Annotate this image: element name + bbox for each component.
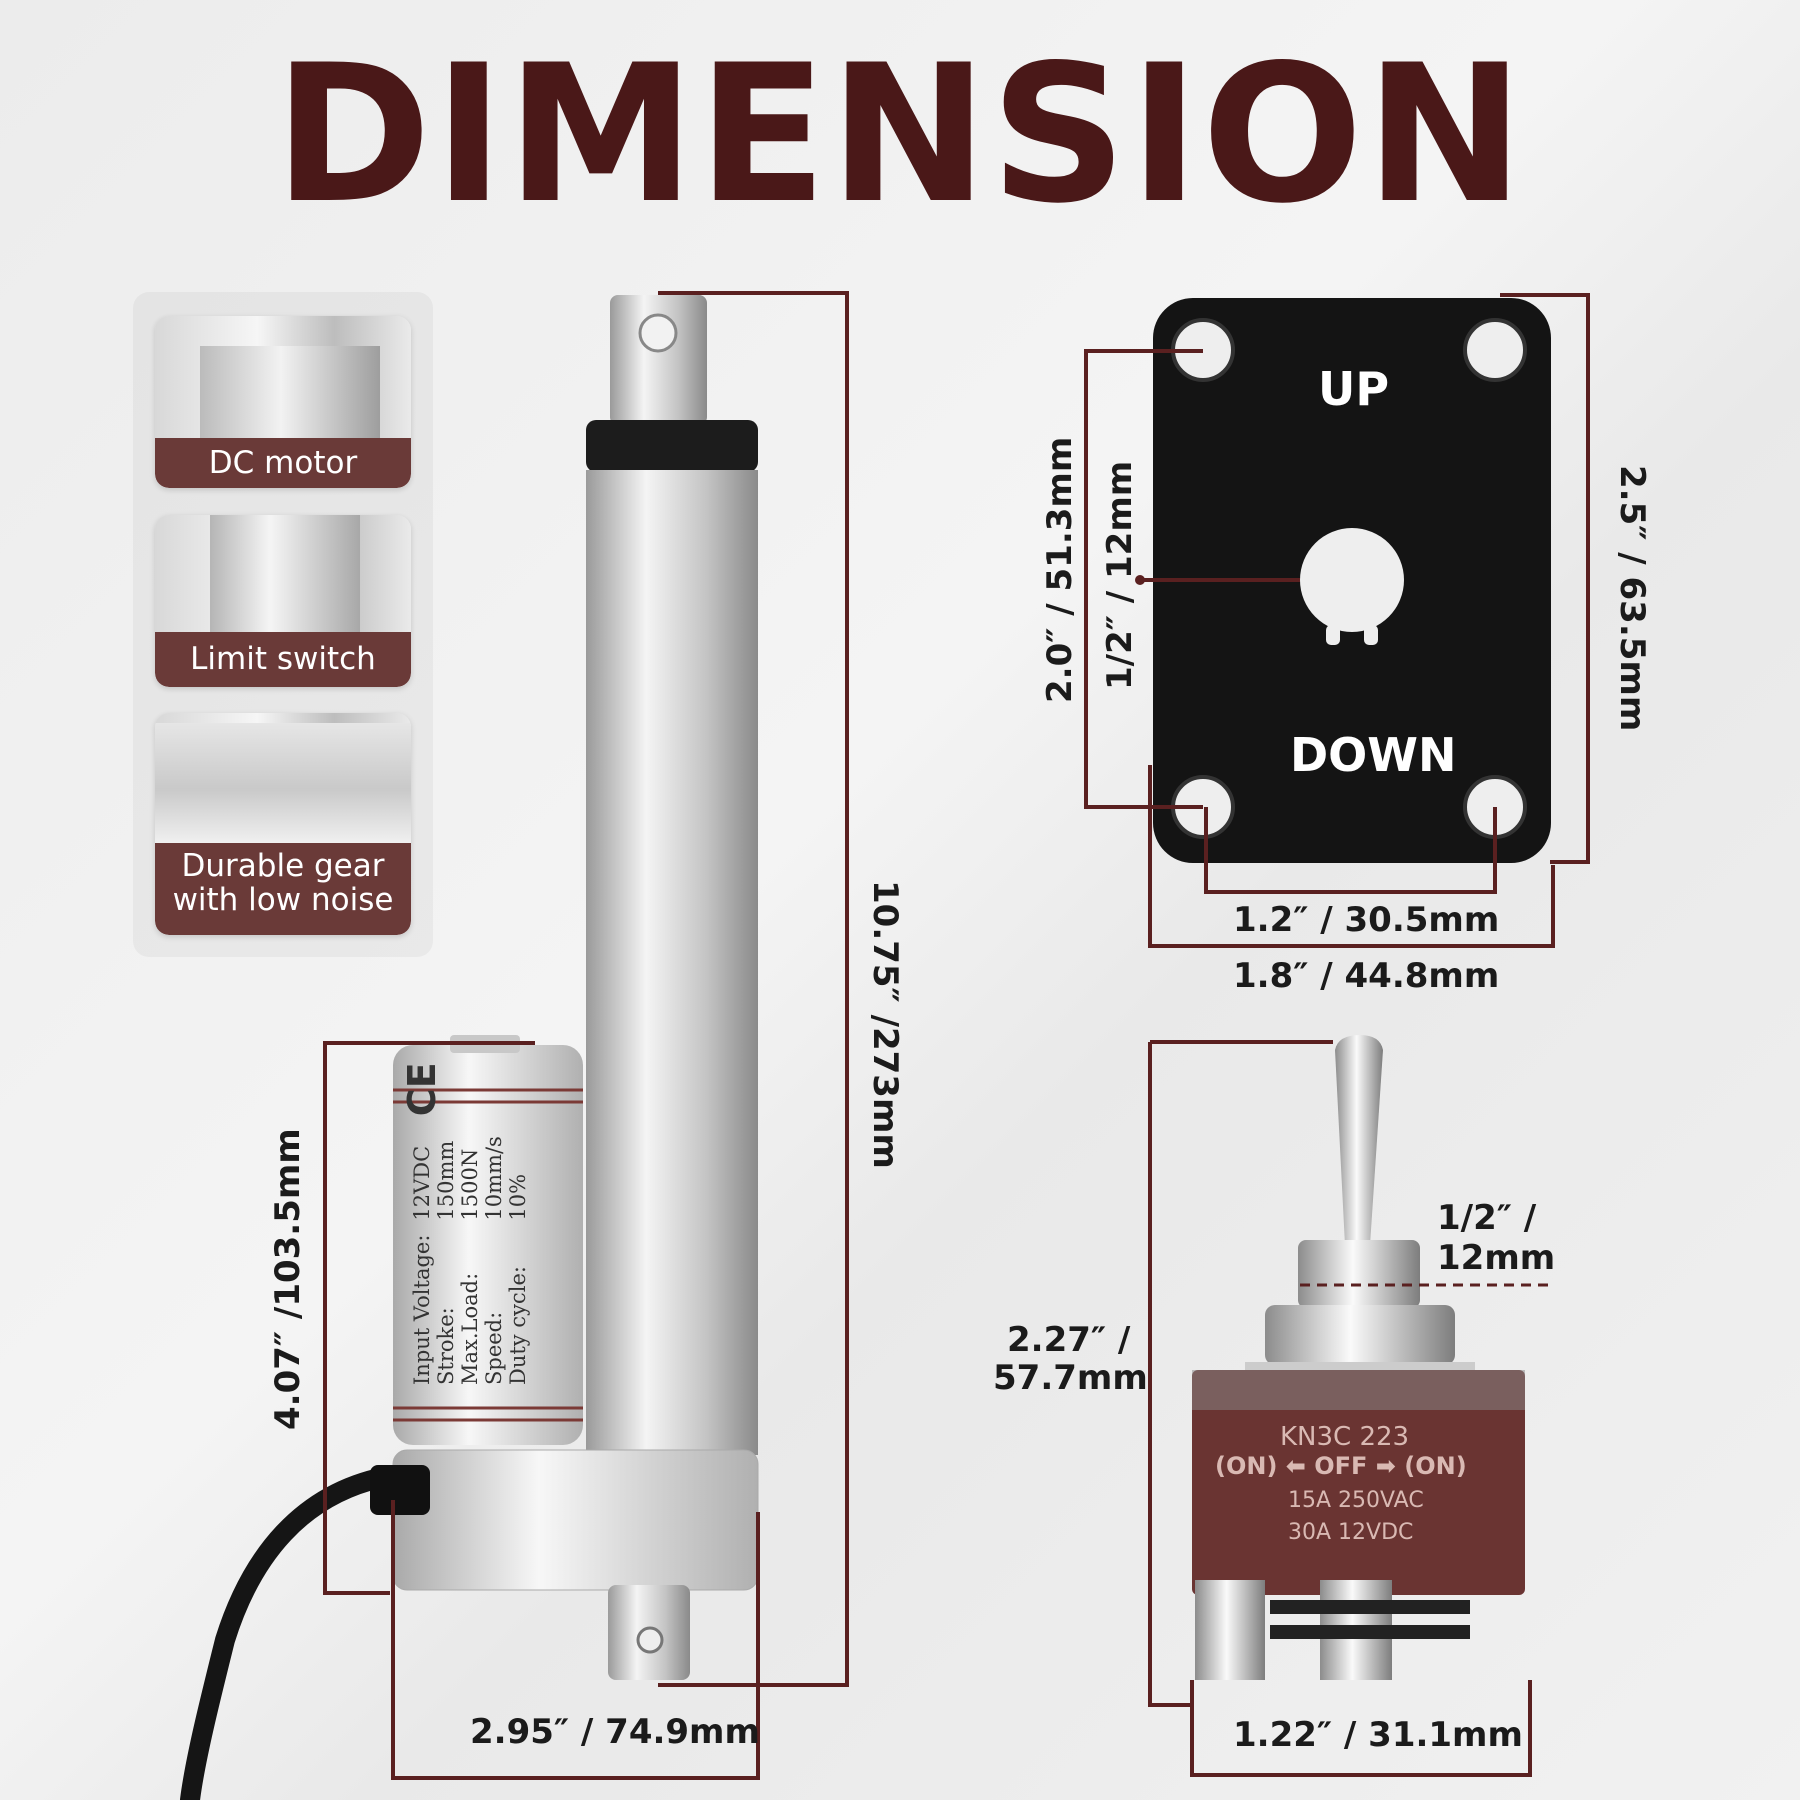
actuator-gearbox (392, 1449, 759, 1591)
spec-label: Duty cycle: (506, 1266, 530, 1385)
spec-label: Speed: (482, 1311, 506, 1385)
toggle-rating-ac: 15A 250VAC (1288, 1488, 1424, 1513)
plate-width-dim: 1.8″ / 44.8mm (1233, 956, 1500, 996)
toggle-bushing (1298, 1240, 1420, 1308)
actuator-rod (610, 295, 707, 425)
toggle-height-dim-line1: 2.27″ / (1007, 1320, 1131, 1360)
spec-value: 10% (506, 1173, 530, 1221)
ce-mark: CE (400, 1062, 444, 1117)
toggle-rating-dc: 30A 12VDC (1288, 1520, 1414, 1545)
toggle-thread-dim-line2: 12mm (1437, 1238, 1556, 1278)
spec-value: 150mm (434, 1140, 458, 1221)
feature-card-dc-motor: DC motor (155, 316, 411, 488)
spec-value: 1500N (458, 1148, 482, 1221)
plate-height-dim: 2.5″ / 63.5mm (1612, 465, 1652, 732)
motor-label: Input Voltage: Stroke: Max.Load: Speed: … (400, 1045, 530, 1385)
mount-hole (1463, 318, 1527, 382)
plate-hole-spacing-h-dim: 1.2″ / 30.5mm (1233, 900, 1500, 940)
actuator-cable (180, 1465, 405, 1800)
toggle-height-dim-line2: 57.7mm (993, 1358, 1148, 1398)
toggle-terminal (1195, 1580, 1265, 1680)
spec-label: Input Voltage: (410, 1234, 434, 1385)
feature-card-gear: Durable gear with low noise (155, 713, 411, 935)
toggle-nut (1265, 1305, 1455, 1365)
actuator-tube (586, 470, 758, 1455)
plate-down-label: DOWN (1290, 728, 1457, 782)
plate-switch-hole-dim: 1/2″ / 12mm (1100, 460, 1140, 690)
actuator-width-dim: 2.95″ / 74.9mm (470, 1712, 760, 1752)
spec-label: Max.Load: (458, 1272, 482, 1385)
toggle-body (1192, 1370, 1525, 1595)
feature-label: Durable gear with low noise (155, 843, 411, 935)
switch-hole (1300, 528, 1404, 632)
actuator-collar (586, 420, 758, 472)
spec-value: 12VDC (410, 1145, 434, 1221)
spec-label: Stroke: (434, 1307, 458, 1385)
plate-hole-spacing-v-dim: 2.0″ / 51.3mm (1040, 436, 1080, 703)
dimension-lines (323, 291, 1590, 1780)
actuator-length-dim: 10.75″ /273mm (865, 880, 905, 1169)
toggle-positions: (ON) ⬅ OFF ➡ (ON) (1215, 1452, 1467, 1480)
linear-actuator (180, 295, 759, 1800)
page-title: DIMENSION (273, 24, 1527, 245)
feature-label: DC motor (155, 438, 411, 488)
plate-up-label: UP (1318, 362, 1390, 416)
spec-value: 10mm/s (482, 1136, 506, 1221)
toggle-model: KN3C 223 (1280, 1422, 1410, 1452)
toggle-thread-dim-line1: 1/2″ / (1437, 1198, 1537, 1238)
toggle-lever (1335, 1035, 1383, 1245)
control-plate (1153, 298, 1551, 863)
actuator-height-dim: 4.07″ /103.5mm (268, 1128, 308, 1430)
actuator-motor (393, 1045, 583, 1445)
feature-label: Limit switch (155, 632, 411, 687)
rod-eye-hole (638, 313, 678, 353)
toggle-switch (1192, 1035, 1525, 1680)
gearbox-closeup-image (155, 723, 411, 843)
toggle-width-dim: 1.22″ / 31.1mm (1233, 1715, 1523, 1755)
feature-card-limit-switch: Limit switch (155, 515, 411, 687)
